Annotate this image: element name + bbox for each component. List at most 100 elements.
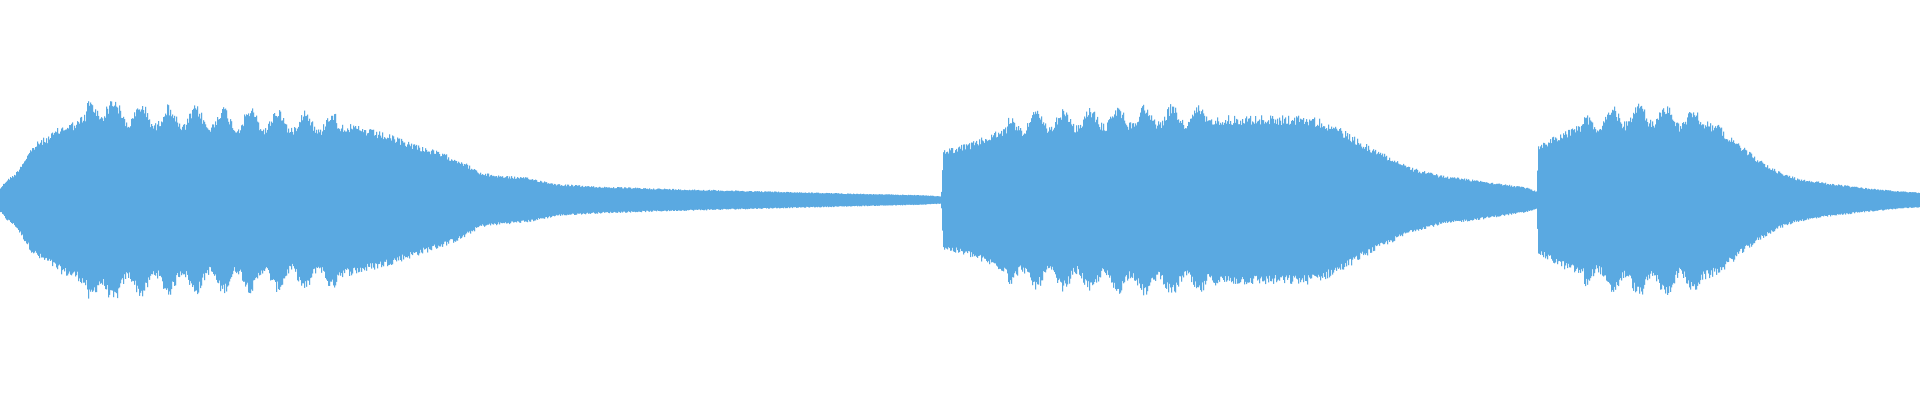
waveform-sample [149,119,151,280]
waveform-sample [660,189,662,212]
waveform-sample [680,189,682,211]
waveform-sample [1067,114,1069,285]
waveform-sample [1221,124,1223,277]
waveform-sample [217,117,219,283]
waveform-sample [1596,132,1598,266]
waveform-sample [1528,188,1530,211]
waveform-sample [357,129,359,269]
waveform-sample [554,183,556,217]
waveform-sample [1031,118,1033,281]
waveform-sample [933,195,935,204]
waveform-sample [904,195,906,206]
waveform-sample [850,193,852,207]
waveform-sample [1360,143,1362,253]
waveform-sample [1300,118,1302,283]
waveform-sample [1183,125,1185,278]
waveform-sample [1375,149,1377,246]
waveform-sample [1578,126,1580,273]
waveform-sample [1498,183,1500,217]
waveform-sample [1323,126,1325,274]
waveform-sample [1588,124,1590,280]
waveform-sample [567,184,569,215]
waveform-sample [1713,130,1715,268]
waveform-sample [319,132,321,269]
waveform-sample [894,195,896,205]
waveform-sample [532,179,534,220]
waveform-sample [39,144,41,259]
waveform-sample [1465,180,1467,221]
waveform-sample [962,150,964,252]
waveform-sample [972,142,974,257]
waveform-sample [1196,107,1198,289]
waveform-sample [1316,126,1318,277]
waveform-sample [1843,186,1845,215]
waveform-sample [694,189,696,210]
waveform-sample [1027,123,1029,272]
waveform-sample [432,149,434,247]
waveform-sample [958,147,960,253]
waveform-sample [126,122,128,273]
waveform-sample [47,143,49,261]
waveform-sample [64,130,66,272]
waveform-sample [210,131,212,268]
waveform-sample [1265,121,1267,285]
waveform-sample [1417,170,1419,230]
waveform-sample [85,121,87,286]
waveform-sample [942,170,944,231]
waveform-sample [1120,111,1122,293]
waveform-sample [1081,128,1083,279]
waveform-sample [320,129,322,268]
waveform-sample [1904,191,1906,208]
waveform-sample [1551,143,1553,259]
waveform-sample [665,189,667,211]
waveform-sample [1227,121,1229,281]
waveform-sample [779,192,781,209]
waveform-sample [1698,120,1700,283]
waveform-sample [776,191,778,209]
waveform-sample [1383,156,1385,245]
waveform-sample [374,135,376,270]
waveform-sample [1201,111,1203,292]
waveform-sample [717,190,719,210]
waveform-sample [523,177,525,221]
waveform-sample [344,130,346,274]
waveform-sample [1371,152,1373,253]
waveform-sample [1097,116,1099,276]
waveform-sample [946,152,948,249]
waveform-sample [266,132,268,267]
waveform-sample [548,183,550,218]
waveform-sample [729,190,731,209]
waveform-sample [1667,106,1669,296]
waveform-sample [619,187,621,213]
waveform-sample [227,118,229,287]
waveform-sample [1202,109,1204,283]
waveform-sample [1700,122,1702,281]
waveform-sample [727,190,729,210]
waveform-sample [257,121,259,279]
waveform-sample [985,139,987,259]
waveform-sample [55,131,57,264]
waveform-sample [225,108,227,284]
waveform-sample [115,101,117,293]
waveform-sample [176,116,178,276]
waveform-sample [897,194,899,205]
waveform-sample [1784,175,1786,225]
waveform-sample [442,153,444,247]
waveform-sample [1154,119,1156,280]
waveform-sample [1714,127,1716,272]
waveform-sample [1407,167,1409,233]
waveform-sample [1738,143,1740,254]
waveform-sample [252,108,254,291]
waveform-sample [56,132,58,268]
waveform-sample [475,170,477,228]
waveform-sample [1495,184,1497,216]
waveform-sample [1065,116,1067,284]
waveform-sample [1228,115,1230,277]
waveform-sample [500,176,502,223]
waveform-sample [303,116,305,284]
waveform-sample [1132,123,1134,278]
waveform-sample [789,192,791,209]
waveform-sample [1906,192,1908,208]
waveform-sample [515,178,517,222]
waveform-sample [1152,120,1154,278]
